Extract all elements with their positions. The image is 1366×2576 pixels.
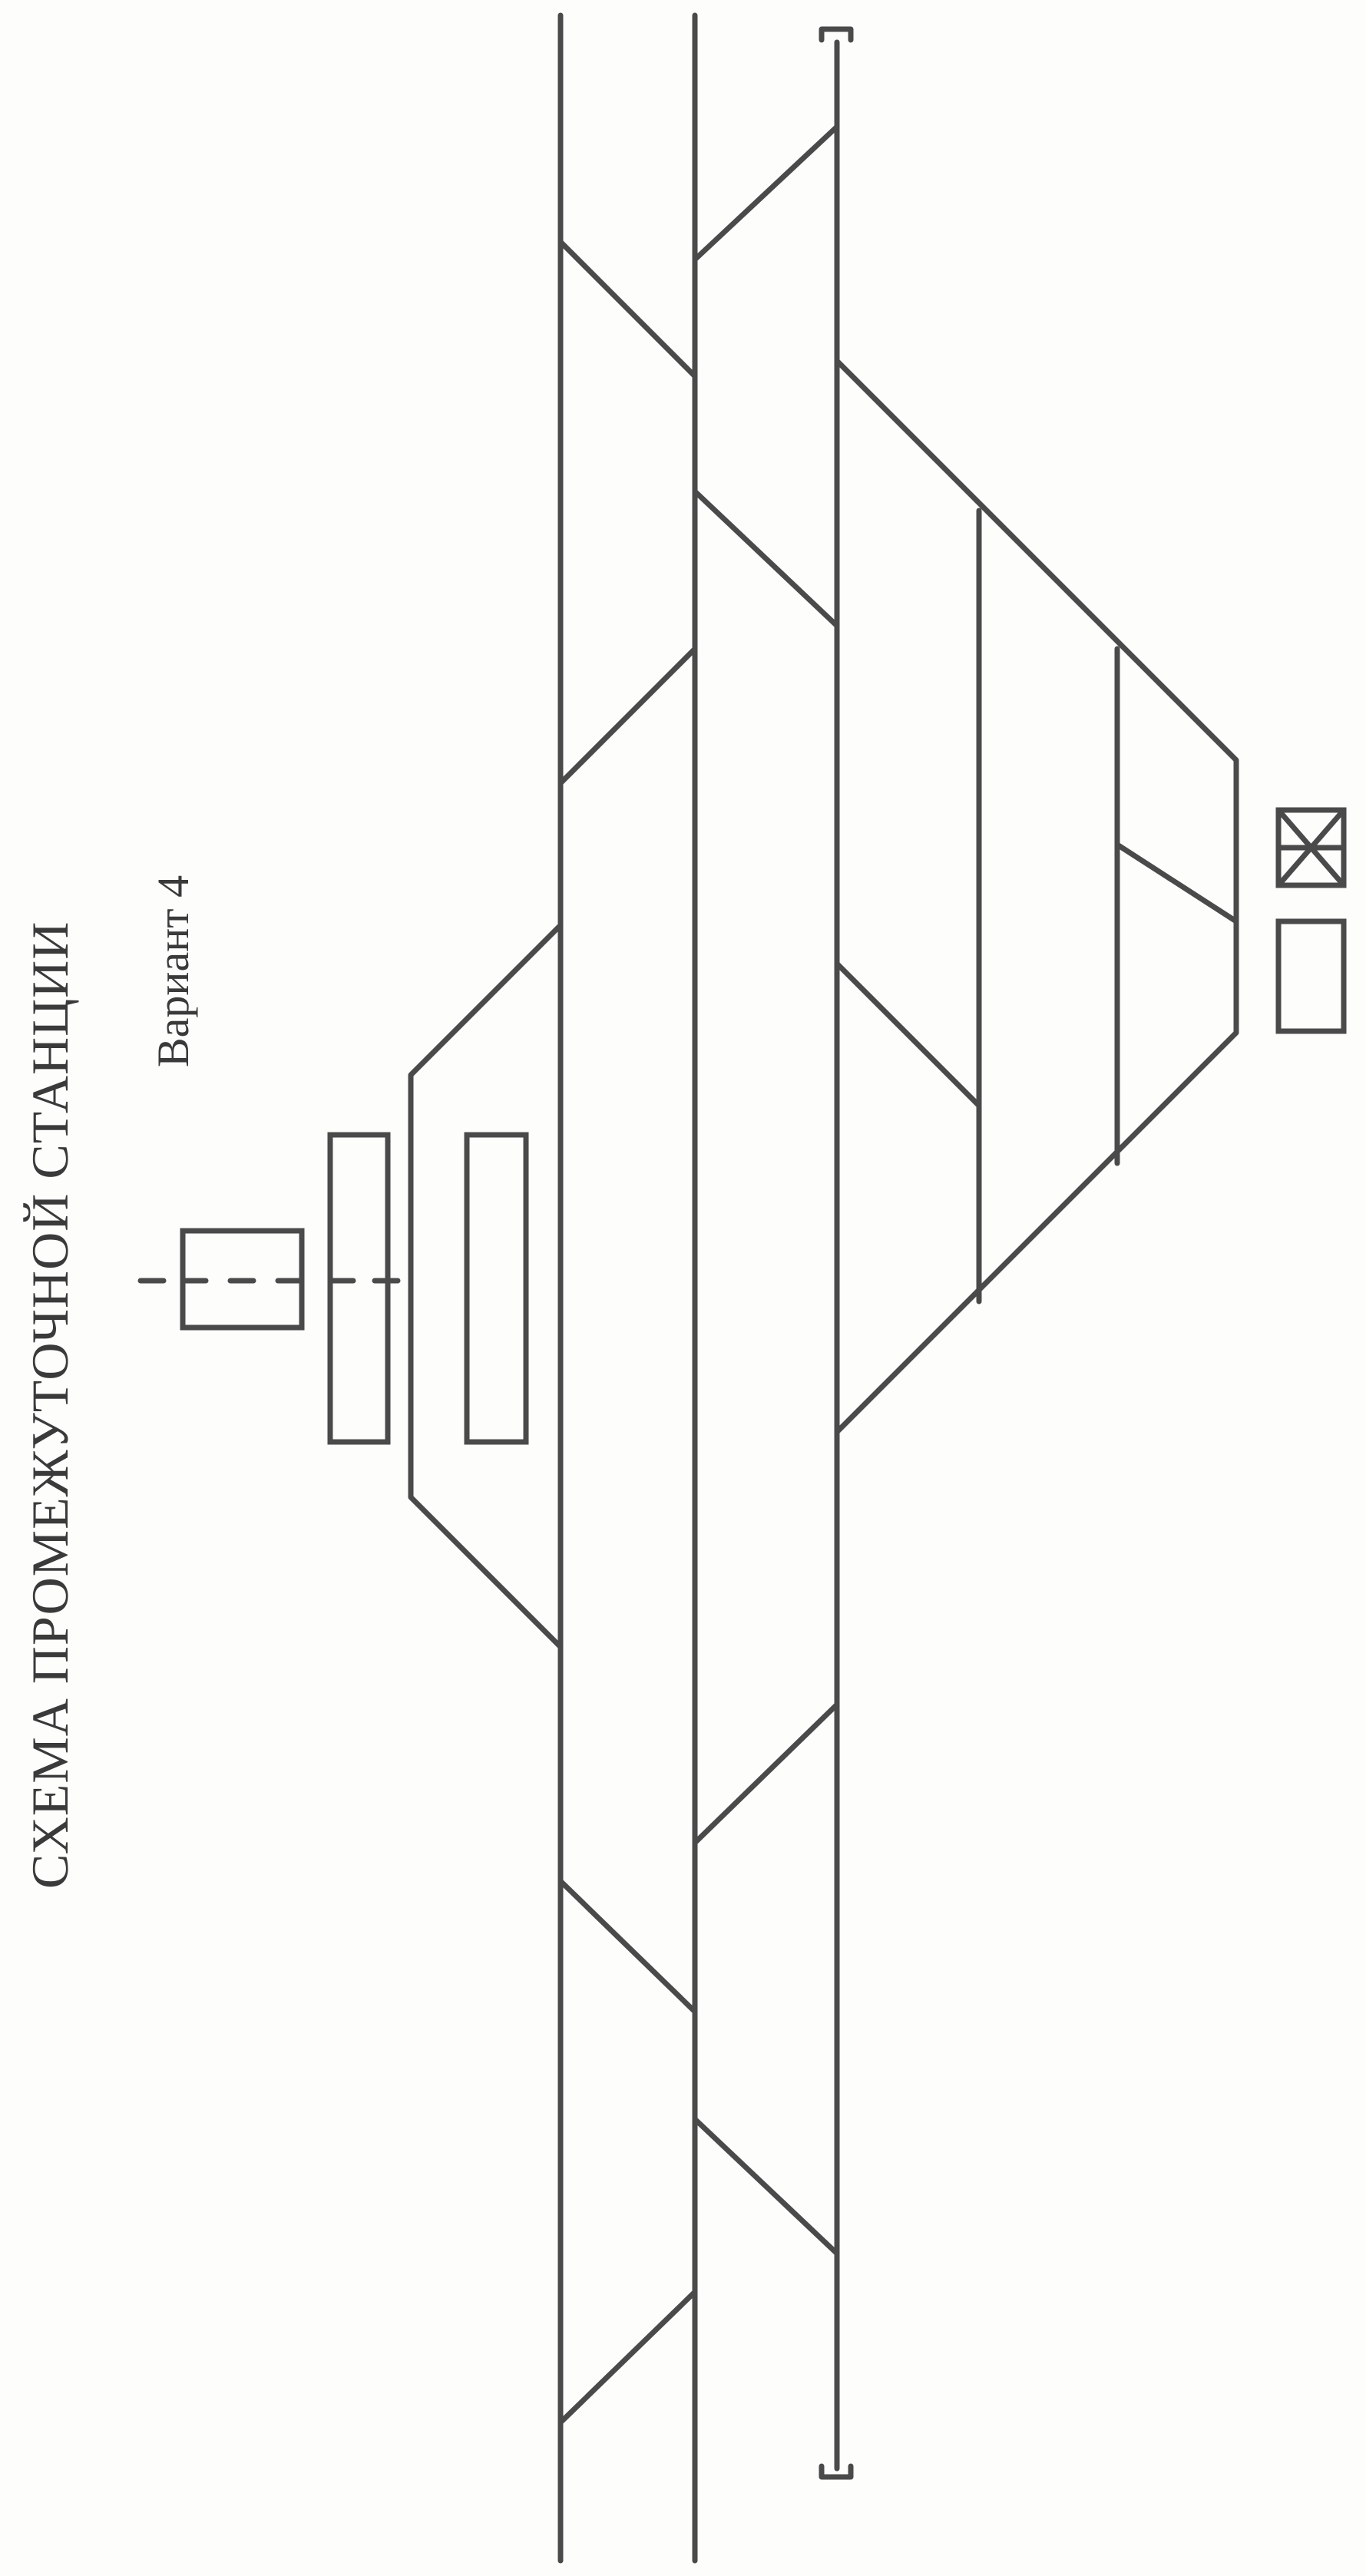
crossover-2-3-upper — [692, 488, 840, 629]
buffer-stop-icon — [819, 2463, 854, 2480]
freight-yard-structures — [1275, 807, 1347, 1034]
buffer-stop-bottom — [819, 2463, 854, 2480]
crossover-1-2-upper — [557, 646, 698, 786]
crossovers — [557, 124, 840, 2426]
crossover-1-2-top — [557, 239, 698, 379]
freight-yard-tracks — [834, 358, 1239, 1435]
main-tracks — [557, 12, 840, 2564]
station-buildings — [180, 1132, 529, 1445]
crossed-box-diagonals — [1275, 807, 1347, 888]
crossover-1-2-bottom — [557, 2289, 698, 2426]
passenger-platform — [464, 1132, 529, 1445]
yard-track-diagonal — [1114, 842, 1239, 924]
loop-track-left — [408, 922, 564, 1650]
crossover-1-2-lower — [557, 1878, 698, 2015]
crossover-2-3-lower — [692, 1701, 840, 1846]
variant-label: Вариант 4 — [148, 875, 198, 1067]
buffer-stop-top — [819, 26, 854, 43]
crossover-2-3-top — [692, 124, 840, 263]
yard-track-inner-left — [834, 961, 982, 1305]
yard-track-outer — [834, 358, 1239, 1435]
platform-building — [327, 1132, 391, 1445]
freight-warehouse — [1275, 918, 1347, 1034]
buffer-stop-icon — [819, 26, 854, 43]
crossover-2-3-bottom — [692, 2116, 840, 2257]
passenger-loop-track — [408, 922, 564, 1650]
diagram-title: СХЕМА ПРОМЕЖУТОЧНОЙ СТАНЦИИ — [21, 921, 79, 1889]
